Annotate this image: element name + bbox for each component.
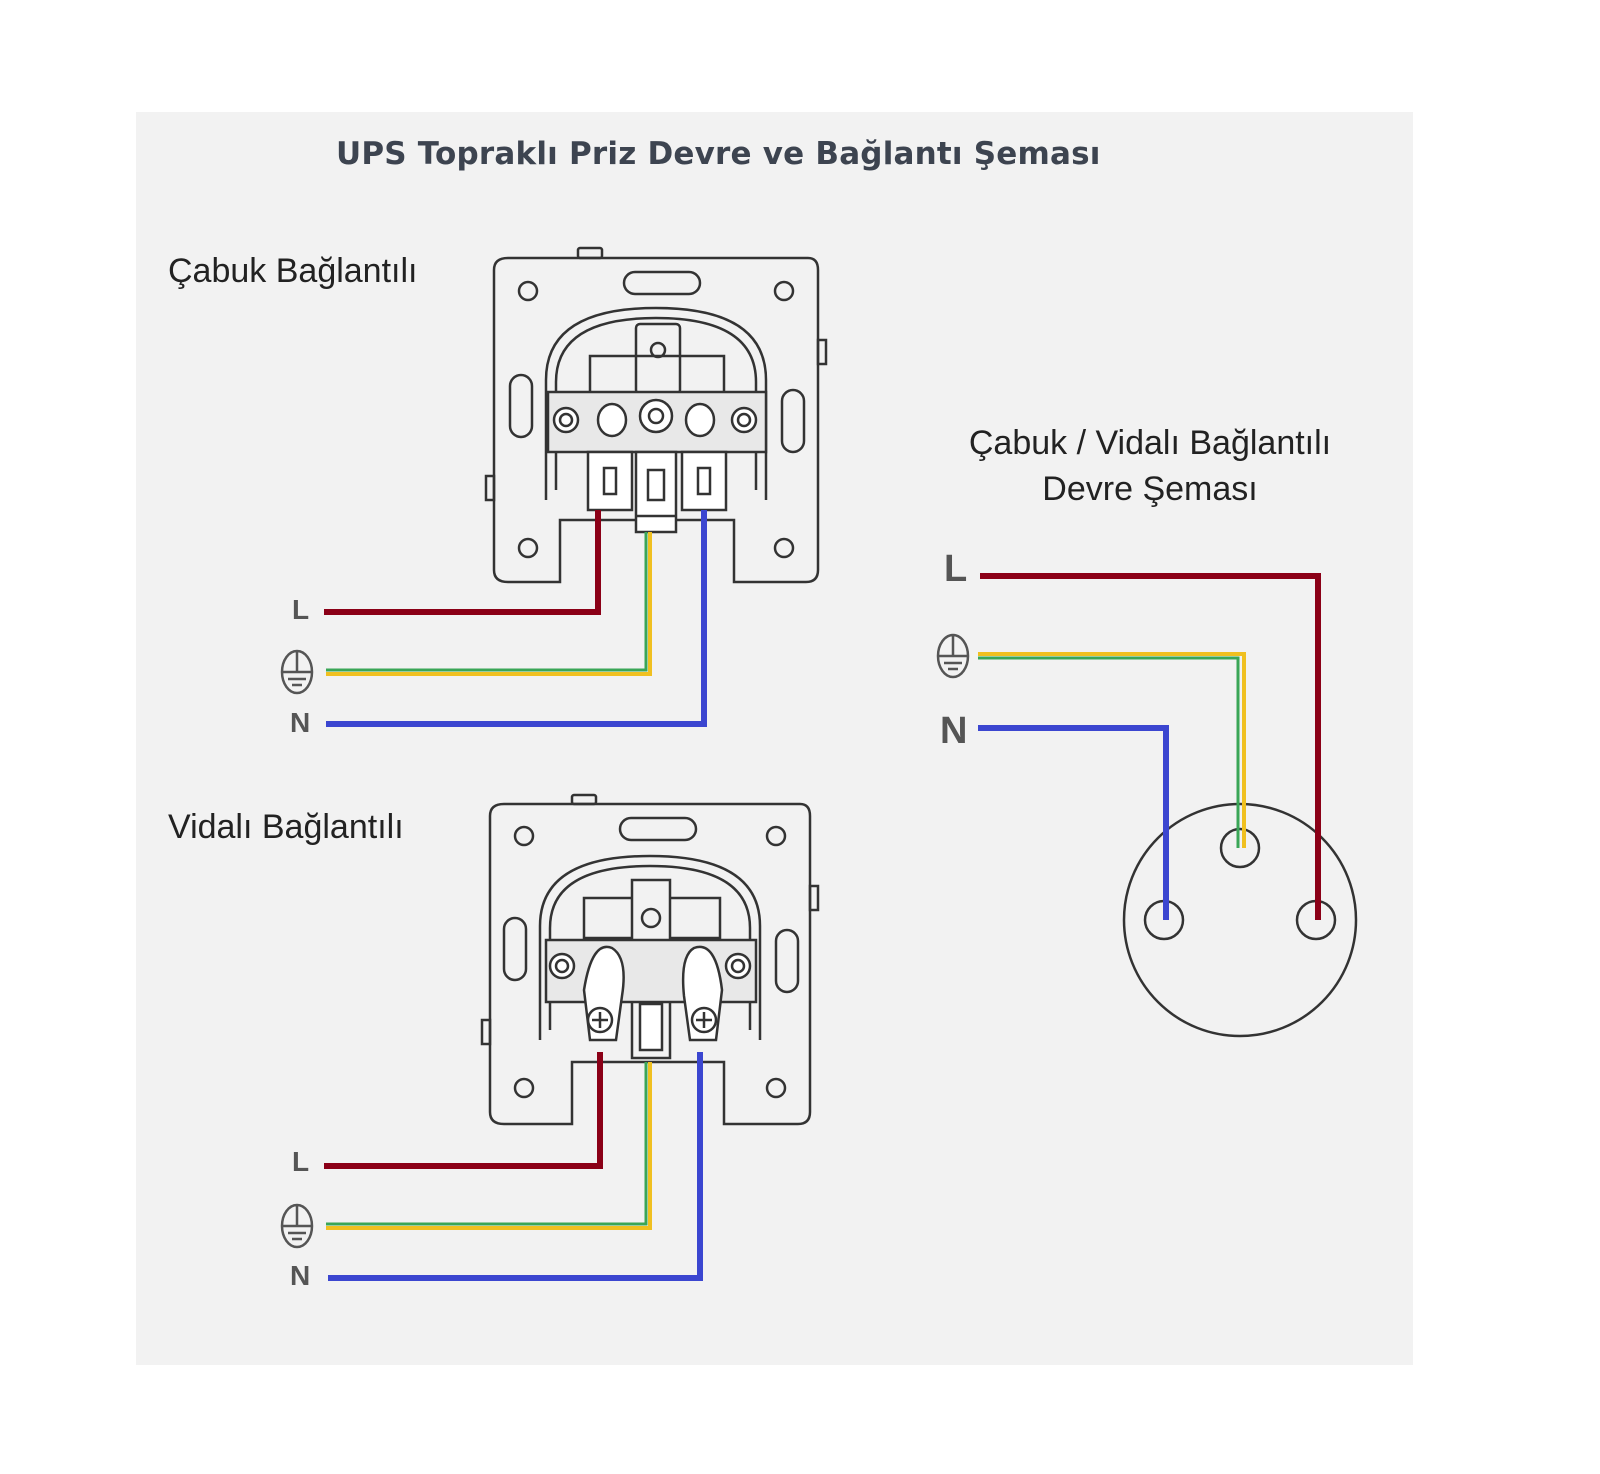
quick-earth-wire-yellow xyxy=(326,532,652,676)
schematic-title: Çabuk / Vidalı Bağlantılı Devre Şeması xyxy=(930,420,1370,512)
screw-connect-label: Vidalı Bağlantılı xyxy=(168,808,404,846)
page-title: UPS Topraklı Priz Devre ve Bağlantı Şema… xyxy=(336,136,1101,172)
screw-line-wire xyxy=(324,1052,603,1169)
screw-socket-drawing xyxy=(480,793,820,1126)
quick-ground-symbol-icon xyxy=(280,649,314,695)
schematic-neutral-wire xyxy=(978,725,1169,920)
quick-neutral-label: N xyxy=(290,707,311,738)
quick-line-label: L xyxy=(292,594,310,625)
schematic-earth-wire-yellow xyxy=(978,652,1246,848)
schematic-ground-symbol-icon xyxy=(936,633,970,679)
screw-wires xyxy=(324,1052,703,1281)
quick-earth-wire-green xyxy=(326,532,648,672)
quick-connect-label: Çabuk Bağlantılı xyxy=(168,252,418,290)
schematic-line-wire xyxy=(980,573,1321,920)
screw-line-label: L xyxy=(292,1146,310,1177)
schematic-neutral-label: N xyxy=(940,710,968,752)
schematic-title-line2: Devre Şeması xyxy=(1042,470,1258,508)
quick-neutral-wire xyxy=(326,510,707,727)
quick-wires xyxy=(324,510,707,727)
screw-ground-symbol-icon xyxy=(280,1203,314,1249)
screw-neutral-label: N xyxy=(290,1260,311,1291)
schematic-socket-face xyxy=(1122,802,1358,1038)
schematic-wires xyxy=(978,573,1321,920)
quick-line-wire xyxy=(324,510,601,615)
schematic-earth-wire-green xyxy=(978,656,1240,848)
screw-neutral-wire xyxy=(328,1052,703,1281)
schematic-line-label: L xyxy=(944,548,968,590)
screw-earth-wire-yellow xyxy=(326,1062,652,1230)
schematic-title-line1: Çabuk / Vidalı Bağlantılı xyxy=(968,424,1332,462)
screw-earth-wire-green xyxy=(326,1062,648,1226)
diagram-panel xyxy=(136,112,1413,1365)
quick-socket-drawing xyxy=(484,246,828,584)
